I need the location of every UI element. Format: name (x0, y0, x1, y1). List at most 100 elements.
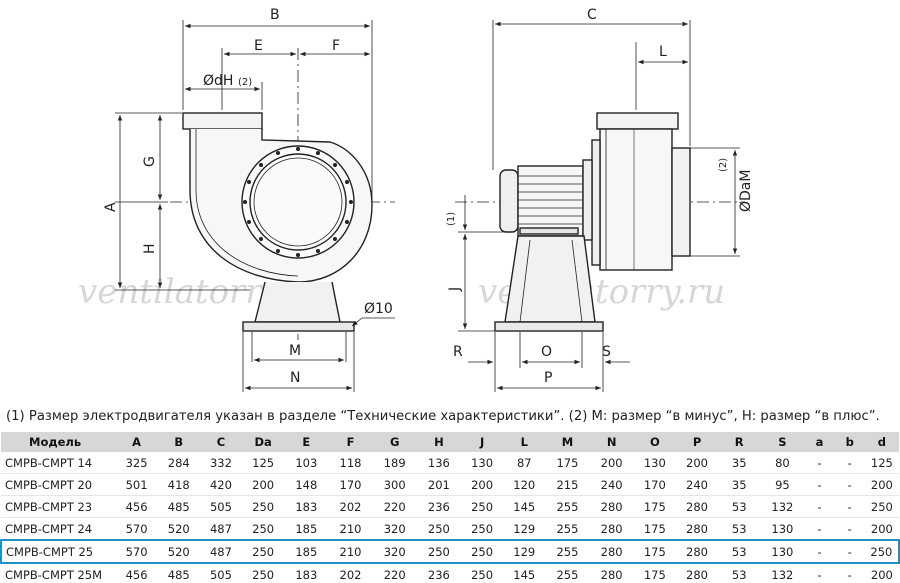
value-cell: 200 (461, 473, 504, 496)
value-cell: 130 (633, 452, 676, 474)
column-header: C (199, 432, 243, 452)
value-cell: 420 (199, 473, 243, 496)
value-cell: 175 (545, 452, 590, 474)
value-cell: 200 (242, 473, 285, 496)
side-view (455, 112, 745, 332)
value-cell: 300 (372, 473, 417, 496)
dim-L-label: L (659, 44, 667, 60)
value-cell: 250 (416, 539, 461, 564)
dim-G-label: G (142, 156, 158, 167)
value-cell: 210 (328, 539, 373, 564)
value-cell: 284 (157, 452, 200, 474)
dim-A-label: A (103, 202, 119, 212)
column-header: H (416, 432, 461, 452)
value-cell: - (804, 539, 835, 564)
value-cell: 250 (416, 517, 461, 541)
column-header: d (864, 432, 899, 452)
value-cell: 255 (545, 495, 590, 518)
value-cell: 520 (157, 539, 200, 564)
value-cell: - (804, 563, 835, 583)
value-cell: 103 (284, 452, 329, 474)
dim-dH-label: ØdH (203, 73, 233, 89)
value-cell: 250 (461, 539, 504, 564)
value-cell: 200 (864, 517, 899, 541)
side-dimensions (458, 20, 740, 392)
value-cell: 53 (718, 563, 761, 583)
column-header: S (760, 432, 805, 452)
dim-S-label: S (602, 344, 611, 360)
value-cell: 200 (864, 473, 899, 496)
value-cell: 210 (328, 517, 373, 541)
value-cell: 320 (372, 517, 417, 541)
column-header: G (372, 432, 417, 452)
column-header: L (503, 432, 546, 452)
value-cell: 202 (328, 495, 373, 518)
value-cell: - (834, 495, 865, 518)
column-header: A (115, 432, 158, 452)
dim-E-label: E (254, 38, 263, 54)
value-cell: - (834, 517, 865, 541)
value-cell: 250 (461, 517, 504, 541)
value-cell: 485 (157, 563, 200, 583)
value-cell: 570 (115, 517, 158, 541)
dim-1-label: (1) (446, 212, 457, 226)
column-header: P (675, 432, 719, 452)
value-cell: 129 (503, 517, 546, 541)
dim-N-label: N (290, 370, 300, 386)
value-cell: 320 (372, 539, 417, 564)
value-cell: - (804, 473, 835, 496)
value-cell: 220 (372, 495, 417, 518)
column-header: M (545, 432, 590, 452)
watermark: ventilatorry.ru ventilatorry.ru (78, 272, 725, 312)
value-cell: 332 (199, 452, 243, 474)
fan-technical-drawing: ventilatorry.ru ventilatorry.ru (78, 7, 754, 392)
value-cell: 129 (503, 539, 546, 564)
value-cell: 280 (675, 495, 719, 518)
value-cell: 148 (284, 473, 329, 496)
value-cell: 570 (115, 539, 158, 564)
dim-H-label: H (142, 243, 158, 254)
dim-dH-sub: (2) (238, 77, 252, 88)
value-cell: 132 (760, 495, 805, 518)
dim-O-label: O (541, 344, 552, 360)
value-cell: 456 (115, 495, 158, 518)
dim-B-label: B (270, 7, 280, 23)
value-cell: 280 (589, 563, 634, 583)
value-cell: 280 (589, 495, 634, 518)
model-cell: CMPB-CMPT 24 (1, 517, 116, 541)
dim-DaM-label: ØDaM (738, 170, 754, 212)
value-cell: 132 (760, 563, 805, 583)
value-cell: 250 (242, 517, 285, 541)
column-header: J (461, 432, 504, 452)
value-cell: 255 (545, 517, 590, 541)
model-cell: CMPB-CMPT 25 (0, 539, 116, 564)
value-cell: 130 (760, 517, 805, 541)
value-cell: 145 (503, 563, 546, 583)
value-cell: 240 (589, 473, 634, 496)
value-cell: - (834, 563, 865, 583)
dim-F-label: F (332, 38, 340, 54)
side-dimension-labels: C L ØDaM (2) J (1) R O S P (446, 7, 754, 386)
value-cell: 175 (633, 563, 676, 583)
column-header: a (804, 432, 835, 452)
value-cell: 185 (284, 539, 329, 564)
front-dimensions (115, 20, 395, 392)
value-cell: 236 (416, 495, 461, 518)
dim-P-label: P (544, 370, 552, 386)
value-cell: 505 (199, 563, 243, 583)
value-cell: 175 (633, 539, 676, 564)
value-cell: 200 (675, 452, 719, 474)
value-cell: 202 (328, 563, 373, 583)
value-cell: 456 (115, 563, 158, 583)
value-cell: 130 (760, 539, 805, 564)
value-cell: 501 (115, 473, 158, 496)
value-cell: - (804, 517, 835, 541)
value-cell: - (804, 452, 835, 474)
value-cell: 250 (864, 495, 899, 518)
column-header: O (633, 432, 676, 452)
value-cell: 325 (115, 452, 158, 474)
